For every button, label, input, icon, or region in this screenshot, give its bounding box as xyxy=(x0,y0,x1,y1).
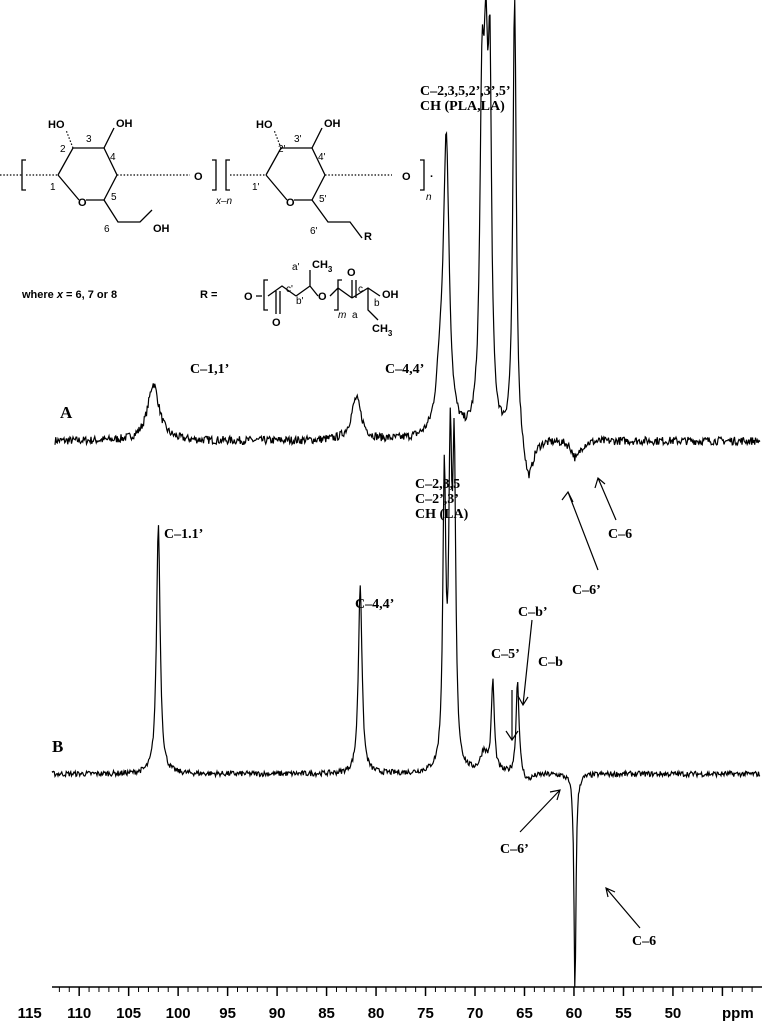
arrow-c6p-a xyxy=(561,490,599,571)
carbon-number: 3' xyxy=(294,134,302,145)
carbon-label: a xyxy=(352,310,358,321)
hydroxyl-label: HO xyxy=(256,119,273,131)
tick-label: 100 xyxy=(166,1005,191,1022)
hydroxyl-label: OH xyxy=(153,223,170,235)
carbon-number: 5' xyxy=(319,194,327,205)
tick-label: 105 xyxy=(116,1005,141,1022)
tick-label: 110 xyxy=(67,1005,91,1022)
arrow-layer xyxy=(505,476,641,929)
peak-label-ch-a: CH (PLA,LA) xyxy=(420,99,505,114)
tick-label: 50 xyxy=(665,1005,682,1022)
carbonyl-oxygen: O xyxy=(347,267,356,279)
oxygen-label: O xyxy=(318,291,327,303)
tick-label: 75 xyxy=(417,1005,434,1022)
tick-label: 70 xyxy=(467,1005,484,1022)
peak-label-c4-b: C–4,4’ xyxy=(355,597,394,612)
tick-label: 85 xyxy=(318,1005,335,1022)
carbon-label: c' xyxy=(286,284,293,295)
subscript-m: m xyxy=(338,310,346,321)
carbon-number: 5 xyxy=(111,192,117,203)
peak-label-c1-b: C–1.1’ xyxy=(164,527,203,542)
ring-oxygen: O xyxy=(286,197,295,209)
carbon-number: 4' xyxy=(318,152,326,163)
spectrum-label-b: B xyxy=(52,737,63,756)
tick-label: 60 xyxy=(566,1005,583,1022)
carbon-label: c xyxy=(358,284,363,295)
arrow-c5p-b xyxy=(505,690,519,742)
spectrum-label-a: A xyxy=(60,403,73,422)
peak-label-c235-a: C–2,3,5,2’,3’,5’ xyxy=(420,84,511,99)
peak-label-c235-b: C–2,3,5 xyxy=(415,477,460,492)
carbon-number: 4 xyxy=(110,152,116,163)
peak-label-c5p-b: C–5’ xyxy=(491,647,520,662)
where-text: where x = 6, 7 or 8 xyxy=(21,289,117,301)
hydroxyl-label: OH xyxy=(382,289,399,301)
carbon-number: 2' xyxy=(278,144,286,155)
peak-label-c6-b: C–6 xyxy=(632,934,656,949)
arrow-c6p-b xyxy=(519,789,561,833)
arrow-c6-b xyxy=(605,886,641,929)
peak-label-ch-b: CH (LA) xyxy=(415,507,469,522)
ring-oxygen: O xyxy=(78,197,87,209)
arrow-cbp-b xyxy=(517,619,533,707)
link-oxygen: O xyxy=(194,171,203,183)
hydroxyl-label: HO xyxy=(48,119,65,131)
peak-label-c6p-a: C–6’ xyxy=(572,583,601,598)
link-oxygen: O xyxy=(402,171,411,183)
annotation-layer: A B C–1,1’ C–4,4’ C–2,3,5,2’,3’,5’ CH (P… xyxy=(52,84,656,949)
peak-label-cb-b: C–b xyxy=(538,655,563,670)
r-equals-label: R = xyxy=(200,289,217,301)
trailing-dot: . xyxy=(430,168,433,180)
hydroxyl-label: OH xyxy=(324,118,341,130)
tick-label: 80 xyxy=(368,1005,385,1022)
carbon-number: 1' xyxy=(252,182,260,193)
peak-label-c6-a: C–6 xyxy=(608,527,632,542)
carbon-label: a' xyxy=(292,262,300,273)
carbon-label: b xyxy=(374,298,380,309)
tick-label: 115 xyxy=(18,1005,42,1022)
tick-label: 90 xyxy=(269,1005,286,1022)
peak-label-c23p-b: C–2’,3’ xyxy=(415,492,459,507)
carbonyl-oxygen: O xyxy=(272,317,281,329)
arrow-c6-a xyxy=(594,476,617,521)
chemical-structure: HO OH 2 3 4 1 5 6 O OH O x–n HO OH 2' 3'… xyxy=(0,118,433,338)
carbon-number: 6' xyxy=(310,226,318,237)
carbon-label: b' xyxy=(296,296,304,307)
peak-label-c6p-b: C–6’ xyxy=(500,842,529,857)
tick-label: 55 xyxy=(615,1005,632,1022)
carbon-number: 1 xyxy=(50,182,56,193)
axis-unit-label: ppm xyxy=(722,1005,754,1022)
peak-label-c1-a: C–1,1’ xyxy=(190,362,229,377)
peak-label-cbp-b: C–b’ xyxy=(518,605,548,620)
methyl-label: CH3 xyxy=(372,323,393,338)
spectrum-trace-b xyxy=(51,407,761,988)
tick-label: 65 xyxy=(516,1005,533,1022)
hydroxyl-label: OH xyxy=(116,118,133,130)
carbon-number: 3 xyxy=(86,134,92,145)
subscript-x-n: x–n xyxy=(215,196,233,207)
ppm-axis xyxy=(52,986,762,996)
r-group-label: R xyxy=(364,231,372,243)
spectrum-trace-a xyxy=(54,0,761,479)
subscript-n: n xyxy=(426,192,432,203)
methyl-label: CH3 xyxy=(312,259,333,274)
carbon-number: 6 xyxy=(104,224,110,235)
tick-label: 95 xyxy=(219,1005,236,1022)
oxygen-label: O xyxy=(244,291,253,303)
peak-label-c4-a: C–4,4’ xyxy=(385,362,424,377)
spectra-layer xyxy=(51,0,761,988)
carbon-number: 2 xyxy=(60,144,66,155)
